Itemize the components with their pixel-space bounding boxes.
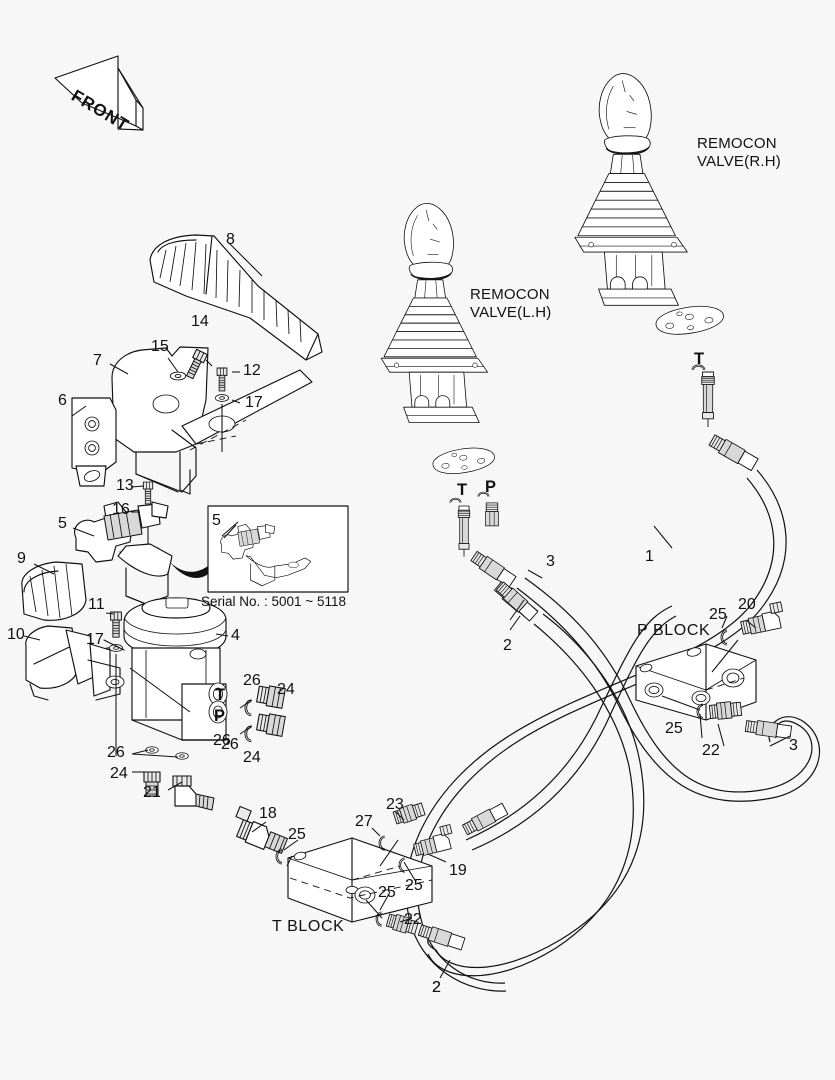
callout-24a: 24 <box>277 681 295 698</box>
callout-13: 13 <box>116 477 134 494</box>
callout-2c: 2 <box>432 979 441 996</box>
port-mark-mc-t: T <box>215 686 226 704</box>
hose-2-graphic <box>427 613 645 977</box>
callout-25a: 25 <box>709 606 727 623</box>
serial-inset-box-graphic <box>170 505 349 593</box>
remocon-valve-lh-label-2: VALVE(L.H) <box>470 304 552 321</box>
fitting-24-c <box>143 771 161 797</box>
fitting-24-b <box>256 713 286 737</box>
fitting-24-a <box>256 685 286 709</box>
callout-4: 4 <box>231 627 240 644</box>
pedal-8-graphic <box>149 234 323 361</box>
callout-9: 9 <box>17 550 26 567</box>
callout-23: 23 <box>386 796 404 813</box>
serial-note-label: Serial No. : 5001 ~ 5118 <box>201 594 346 609</box>
callout-26b: 26 <box>213 732 231 749</box>
callout-8: 8 <box>226 231 235 248</box>
hose-tblock-upper-graphic <box>465 605 677 851</box>
callout-18: 18 <box>259 805 277 822</box>
callout-16: 16 <box>112 501 130 518</box>
washer-15-graphic <box>169 371 187 381</box>
front-arrow-graphic <box>54 55 144 131</box>
t-block-fitting-18-graphic <box>235 805 289 854</box>
part-5-linkage-graphic <box>74 501 173 605</box>
remocon-valve-rh-label-2: VALVE(R.H) <box>697 153 781 170</box>
callout-22b: 22 <box>404 911 422 928</box>
port-mark-mc-p: P <box>214 707 226 725</box>
adapter-lh-p-graphic <box>477 491 499 527</box>
callout-26d: 26 <box>221 736 239 753</box>
callout-25e: 25 <box>378 884 396 901</box>
callout-24c: 24 <box>110 765 128 782</box>
callout-26a: 26 <box>243 672 261 689</box>
callout-17b: 17 <box>86 631 104 648</box>
leader-lines <box>23 242 791 979</box>
p-block-graphic <box>635 643 757 721</box>
port-mark-rh-t: T <box>694 350 705 368</box>
remocon-valve-lh-label: REMOCON <box>470 286 550 303</box>
master-cylinder-4-graphic <box>103 597 228 741</box>
callout-14: 14 <box>191 313 209 330</box>
pedal-pad-9-graphic <box>21 561 87 621</box>
callout-21: 21 <box>143 784 161 801</box>
callout-7: 7 <box>93 352 102 369</box>
pedal-pad-10-graphic <box>25 625 125 701</box>
p-block-label: P BLOCK <box>637 622 711 639</box>
callout-25d: 25 <box>405 877 423 894</box>
callout-6: 6 <box>58 392 67 409</box>
callout-19: 19 <box>449 862 467 879</box>
callout-3b: 3 <box>789 737 798 754</box>
t-block-graphic <box>287 837 433 923</box>
hose-3-graphic <box>516 577 767 802</box>
callout-24b: 24 <box>243 749 261 766</box>
callout-25c: 25 <box>288 826 306 843</box>
callout-1: 1 <box>645 548 654 565</box>
bracket-6-graphic <box>71 397 117 487</box>
callout-12: 12 <box>243 362 261 379</box>
t-block-label: T BLOCK <box>272 918 345 935</box>
remocon-valve-rh-label: REMOCON <box>697 135 777 152</box>
callout-5b: 5 <box>212 512 221 529</box>
callout-5a: 5 <box>58 515 67 532</box>
port-mark-lh-p: P <box>485 478 497 496</box>
callout-22a: 22 <box>702 742 720 759</box>
callout-15: 15 <box>151 338 169 355</box>
fitting-21-elbow <box>172 775 215 811</box>
callout-11: 11 <box>88 596 105 613</box>
callout-2a: 2 <box>503 637 512 654</box>
port-mark-lh-t: T <box>457 481 468 499</box>
callout-3a: 3 <box>546 553 555 570</box>
callout-2b: 2 <box>432 979 441 996</box>
callout-25b: 25 <box>665 720 683 737</box>
callout-26c: 26 <box>107 744 125 761</box>
callout-27: 27 <box>355 813 373 830</box>
oring-26-d <box>175 752 189 760</box>
callout-17a: 17 <box>245 394 263 411</box>
callout-10: 10 <box>7 626 25 643</box>
callout-20: 20 <box>738 596 756 613</box>
washer-17-graphic <box>214 394 230 402</box>
